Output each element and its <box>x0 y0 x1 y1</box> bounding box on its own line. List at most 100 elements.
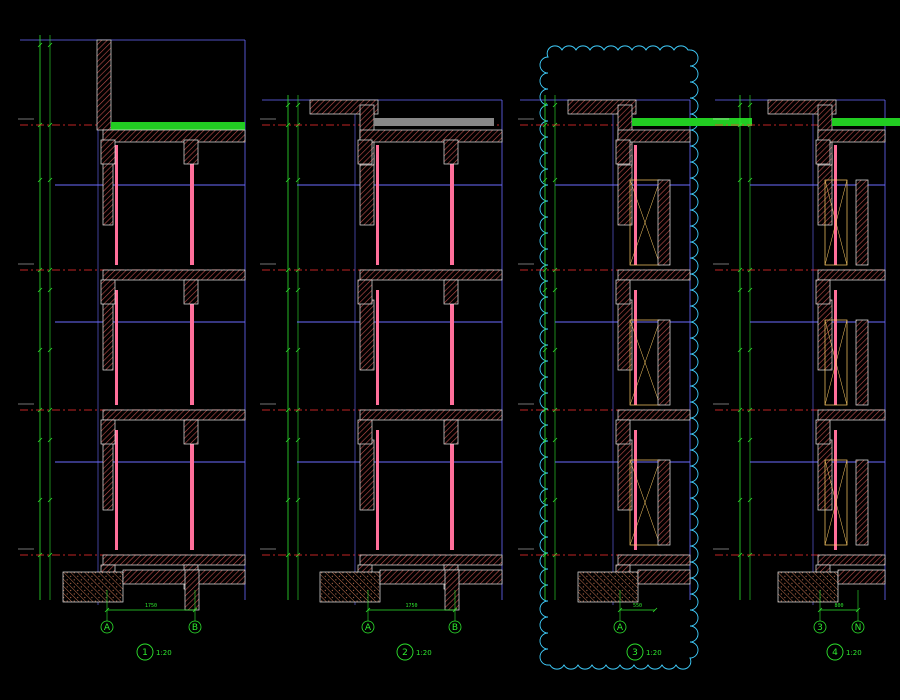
axis-label-left: A <box>104 623 111 633</box>
dimension-tick <box>747 497 753 503</box>
floor-slab <box>617 269 691 281</box>
beam <box>357 139 373 165</box>
axis-bubble-right <box>448 620 462 634</box>
dimension-tick <box>737 347 743 353</box>
dimension-tick <box>542 407 548 413</box>
dimension-tick <box>737 287 743 293</box>
roof-surface <box>374 118 494 126</box>
glass-strip <box>834 430 837 550</box>
dimension-tick <box>747 437 753 443</box>
dimension-tick <box>542 102 548 108</box>
beam <box>100 139 116 165</box>
wall-section <box>359 299 375 371</box>
beam <box>443 419 459 445</box>
section-number-circle <box>626 643 644 661</box>
glass-column <box>450 290 454 405</box>
dimension-tick <box>285 347 291 353</box>
dimension-tick <box>285 177 291 183</box>
dimension-tick <box>295 347 301 353</box>
floor-slab <box>817 269 886 281</box>
dimension-tick <box>552 102 558 108</box>
beam <box>357 279 373 305</box>
dimension-tick <box>37 497 43 503</box>
beam <box>443 139 459 165</box>
dimension-tick <box>542 122 548 128</box>
dimension-tick <box>285 287 291 293</box>
glass-strip <box>376 290 379 405</box>
dimension-tick <box>47 437 53 443</box>
axis-bubble-left <box>361 620 375 634</box>
dimension-tick <box>552 287 558 293</box>
ground-slab <box>122 569 246 585</box>
glass-column <box>190 290 194 405</box>
green-roof <box>111 122 245 130</box>
beam <box>183 139 199 165</box>
beam <box>183 419 199 445</box>
floor-slab <box>817 409 886 421</box>
dimension-tick <box>37 42 43 48</box>
floor-slab <box>617 409 691 421</box>
roof-surface <box>832 118 900 126</box>
dimension-tick <box>47 407 53 413</box>
dimension-tick <box>855 607 861 613</box>
glass-strip <box>115 430 118 550</box>
dimension-tick <box>542 437 548 443</box>
dimension-tick <box>37 437 43 443</box>
beam <box>100 419 116 445</box>
ground-slab <box>637 569 691 585</box>
foundation <box>319 571 381 603</box>
ground-slab <box>837 569 886 585</box>
dimension-tick <box>747 177 753 183</box>
axis-label-right: N <box>855 623 862 633</box>
dimension-tick <box>285 267 291 273</box>
axis-label-right: B <box>192 623 198 633</box>
dimension-tick <box>542 497 548 503</box>
footing <box>184 569 200 611</box>
section-scale: 1:20 <box>416 649 432 657</box>
dimension-tick <box>542 267 548 273</box>
axis-bubble-right <box>851 620 865 634</box>
wall-section <box>359 439 375 511</box>
window-brace <box>824 319 848 406</box>
parapet <box>96 39 112 131</box>
axis-bubble-left <box>813 620 827 634</box>
beam <box>615 419 631 445</box>
floor-slab <box>617 554 691 566</box>
section-scale: 1:20 <box>156 649 172 657</box>
dimension-tick <box>295 177 301 183</box>
dimension-tick <box>104 607 110 613</box>
dimension-tick <box>47 122 53 128</box>
dimension-tick <box>285 437 291 443</box>
beam <box>183 279 199 305</box>
floor-slab <box>102 269 246 281</box>
window-brace <box>629 319 661 406</box>
roof-slab <box>617 129 691 143</box>
span-dimension-text: 1750 <box>145 603 157 609</box>
dimension-tick <box>285 407 291 413</box>
axis-label-left: A <box>365 623 372 633</box>
dimension-tick <box>47 42 53 48</box>
dimension-tick <box>737 102 743 108</box>
dimension-tick <box>47 497 53 503</box>
dimension-tick <box>542 347 548 353</box>
dimension-tick <box>737 407 743 413</box>
ground-slab <box>379 569 503 585</box>
dimension-tick <box>285 122 291 128</box>
dimension-tick <box>47 347 53 353</box>
dimension-tick <box>552 347 558 353</box>
floor-slab <box>359 269 503 281</box>
section-number-circle <box>826 643 844 661</box>
window-brace <box>629 459 661 546</box>
side-wall <box>855 179 869 266</box>
floor-slab <box>359 554 503 566</box>
beam <box>615 279 631 305</box>
window-brace <box>824 459 848 546</box>
dimension-tick <box>295 287 301 293</box>
window-brace <box>629 179 661 266</box>
glass-strip <box>634 430 637 550</box>
span-dimension-text: 550 <box>633 603 642 609</box>
beam <box>815 279 831 305</box>
side-wall <box>657 319 671 406</box>
